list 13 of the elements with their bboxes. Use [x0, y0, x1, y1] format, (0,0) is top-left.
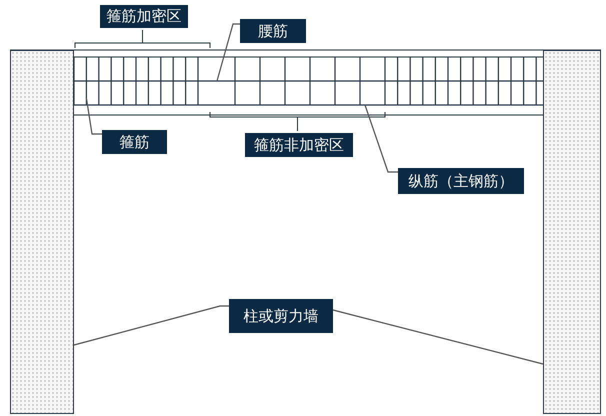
callout-label: 箍筋加密区: [100, 5, 188, 28]
column-wall: [10, 50, 74, 414]
column-wall: [543, 50, 601, 414]
leader-line: [86, 98, 102, 135]
callout-label: 箍筋: [102, 130, 167, 154]
leader-line: [332, 309, 544, 365]
callout-label: 柱或剪力墙: [229, 299, 333, 333]
leader-line: [74, 305, 229, 346]
callout-label: 纵筋（主钢筋）: [398, 168, 524, 194]
callout-label: 腰筋: [240, 19, 306, 43]
callout-label: 箍筋非加密区: [245, 133, 353, 157]
leader-line: [216, 23, 240, 82]
leader-line: [364, 104, 398, 173]
